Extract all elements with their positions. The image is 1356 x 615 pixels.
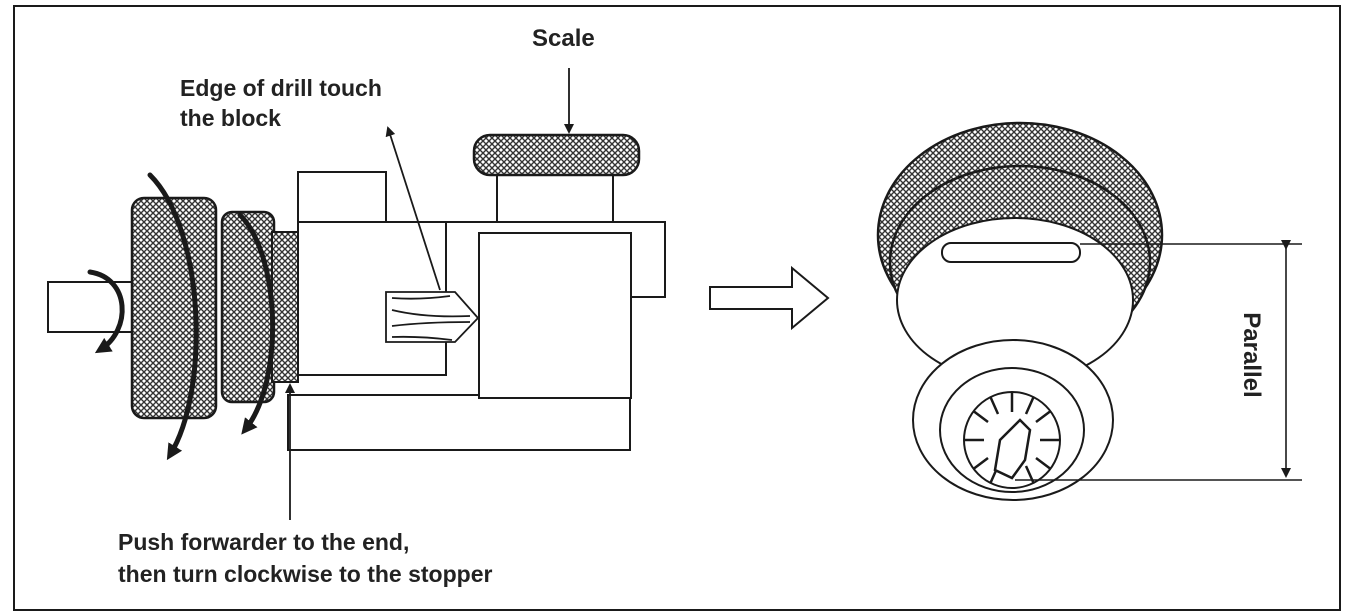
sharpener-front-view	[876, 121, 1164, 501]
hollow-right-arrow-icon	[709, 265, 830, 331]
front-slot	[941, 242, 1081, 263]
edge-pointer	[385, 126, 441, 291]
scale-knob	[472, 133, 641, 177]
chuck-jaws	[964, 392, 1060, 485]
grinding-block	[478, 232, 632, 399]
rotate-clockwise-icon	[87, 172, 275, 461]
upper-block	[297, 171, 387, 223]
scale-stem	[496, 174, 614, 223]
edge-label-line1: Edge of drill touch	[180, 75, 382, 101]
push-label-line2: then turn clockwise to the stopper	[118, 561, 492, 587]
push-label-line1: Push forwarder to the end,	[118, 529, 409, 555]
figure-border	[13, 5, 1341, 611]
sharpener-side-view	[47, 133, 666, 451]
knob-collar	[271, 231, 299, 383]
drill-tip-face	[993, 418, 1032, 480]
scale-label: Scale	[532, 25, 595, 52]
edge-label-line2: the block	[180, 105, 281, 131]
knurled-knob-outer	[130, 196, 218, 420]
parallel-dimension	[1015, 240, 1302, 481]
callout-lines	[285, 68, 574, 520]
base-block	[287, 394, 631, 451]
drill-bit	[385, 291, 480, 343]
parallel-label: Parallel	[1238, 312, 1265, 397]
